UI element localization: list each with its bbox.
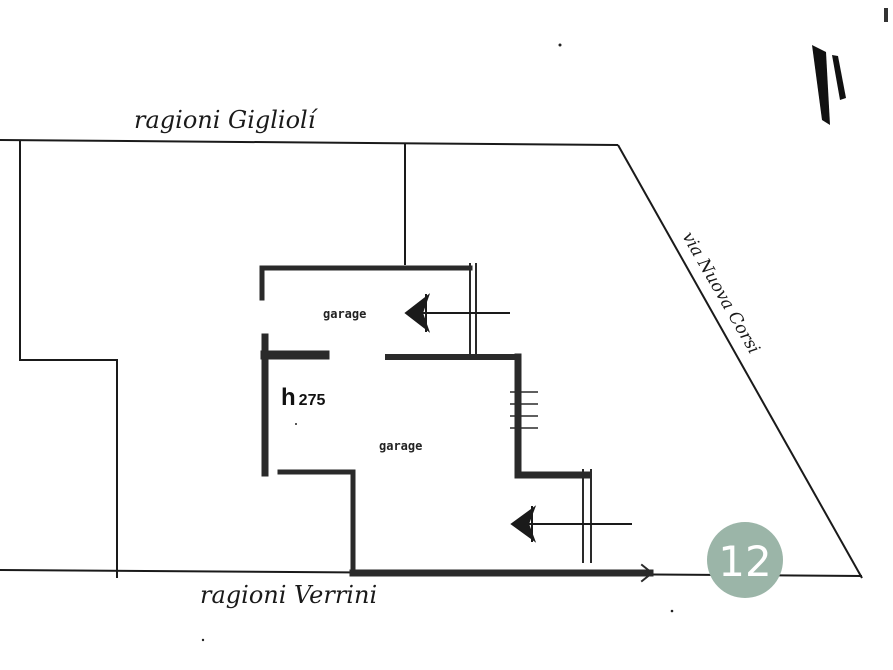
south-boundary-label: ragioni Verrini [200,581,377,609]
room-label-upper-garage: garage [323,307,366,321]
entrance-arrow-icon [510,505,632,543]
page-badge-icon: 12 [707,522,783,598]
stair-ticks [510,391,538,429]
entrance-arrow-icon [404,293,510,333]
room-label-lower-garage: garage [379,439,422,453]
building-walls [259,263,654,583]
corner-mark-icon [812,8,888,125]
page-badge-number: 12 [718,537,771,586]
height-value: 275 [299,392,326,409]
north-boundary-label: ragioni Gigliolí [134,106,319,134]
east-street-label: via Nuova Corsi [678,229,764,358]
height-letter: h [281,384,296,411]
scan-speckles [201,43,674,642]
